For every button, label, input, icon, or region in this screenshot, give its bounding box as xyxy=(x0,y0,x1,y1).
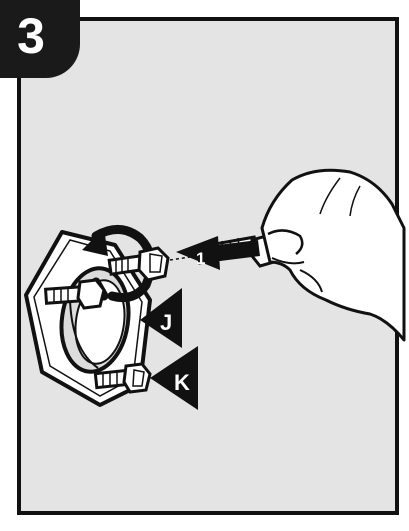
insertion-line xyxy=(170,257,190,260)
callout-2-label: 2 xyxy=(89,251,98,270)
callout-j-label: J xyxy=(160,310,172,335)
callout-k: K xyxy=(150,346,198,410)
callout-1-label: 1 xyxy=(196,249,205,268)
callout-k-label: K xyxy=(174,370,190,395)
hand xyxy=(262,170,404,340)
